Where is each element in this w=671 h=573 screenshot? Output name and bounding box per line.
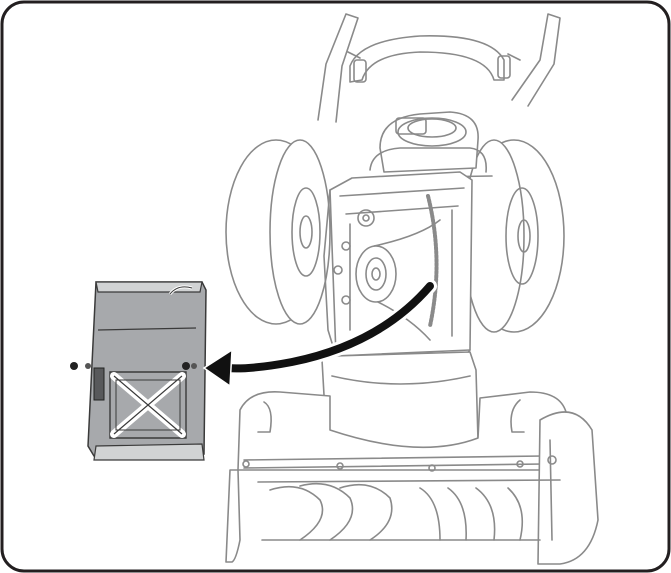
auger-housing (237, 391, 567, 471)
handle-crossbar (349, 35, 505, 83)
gear-rim (426, 194, 439, 328)
belt-cover-part (70, 281, 207, 461)
side-plate-right (537, 411, 599, 565)
handle-left (317, 13, 359, 123)
handle-right (511, 13, 561, 107)
auger-blades (269, 482, 524, 541)
side-plate-left (225, 469, 241, 563)
removal-arrow (202, 279, 437, 388)
drive-belt (373, 219, 441, 341)
engine-top (379, 111, 479, 173)
machine-drawing (225, 13, 599, 565)
